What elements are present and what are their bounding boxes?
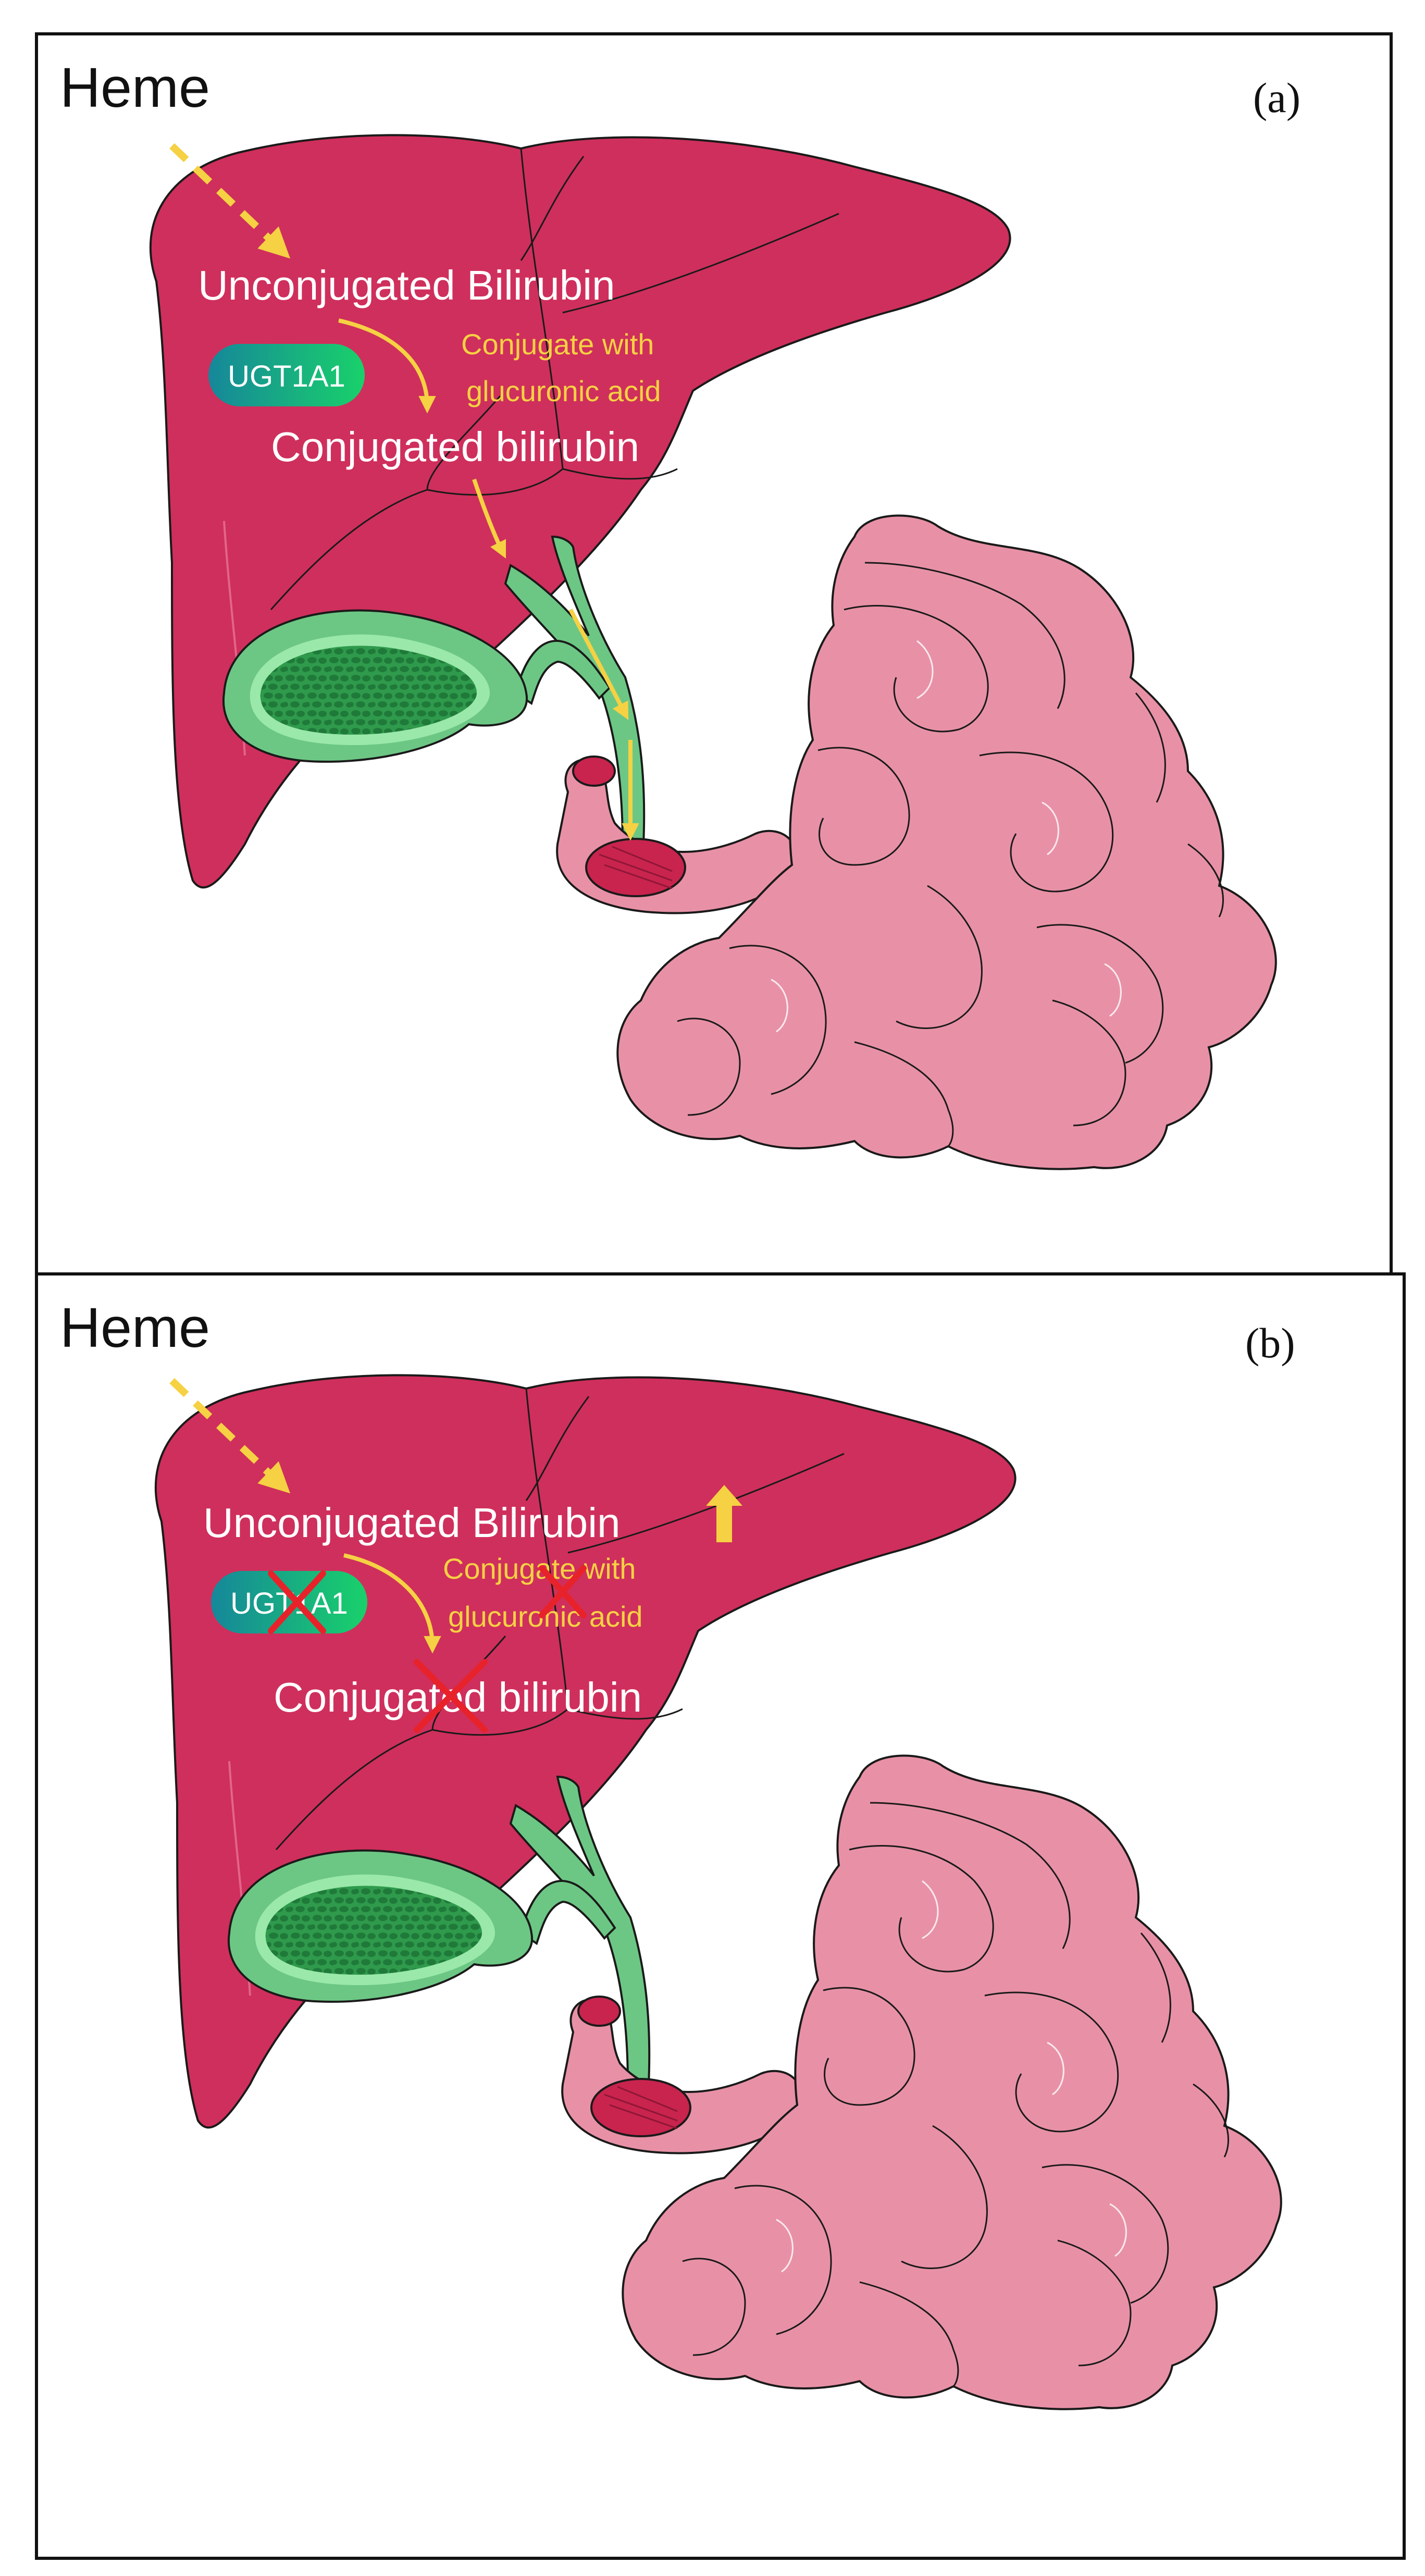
conjugation-arrow xyxy=(338,318,436,414)
panel-b: Heme (b) Unconjugated Bilirubin UGT1A1 C… xyxy=(35,1272,1406,2560)
unconjugated-bilirubin-label: Unconjugated Bilirubin xyxy=(203,1500,621,1546)
unconjugated-bilirubin-label: Unconjugated Bilirubin xyxy=(198,262,615,308)
conjugated-bilirubin-label: Conjugated bilirubin xyxy=(271,424,639,470)
conjugated-bilirubin-label: Conjugated bilirubin xyxy=(274,1674,642,1720)
process-label-line1: Conjugate with xyxy=(461,328,654,361)
duct-arrow-1 xyxy=(568,609,629,720)
panel-label: (b) xyxy=(1245,1319,1295,1367)
enzyme-badge xyxy=(211,1571,367,1633)
process-label-line2: glucuronic acid xyxy=(466,375,661,407)
heme-arrow xyxy=(169,1378,291,1494)
heme-arrow xyxy=(169,143,291,259)
to-duct-arrow xyxy=(472,478,506,559)
process-label-line2: glucuronic acid xyxy=(448,1600,643,1633)
enzyme-badge xyxy=(208,344,365,406)
panel-a: Heme (a) Unconjugated Bilirubin UGT1A1 C… xyxy=(35,32,1393,1275)
panel-label: (a) xyxy=(1253,74,1300,121)
process-inhibition-cross-icon xyxy=(539,1565,587,1618)
increase-arrow-icon xyxy=(706,1485,742,1542)
conjugated-inhibition-cross-icon xyxy=(414,1659,488,1733)
heme-label: Heme xyxy=(60,1296,210,1359)
enzyme-inhibition-cross-icon xyxy=(268,1570,326,1634)
enzyme-label: UGT1A1 xyxy=(228,360,345,393)
conjugation-arrow xyxy=(343,1553,441,1654)
heme-label: Heme xyxy=(60,56,210,119)
